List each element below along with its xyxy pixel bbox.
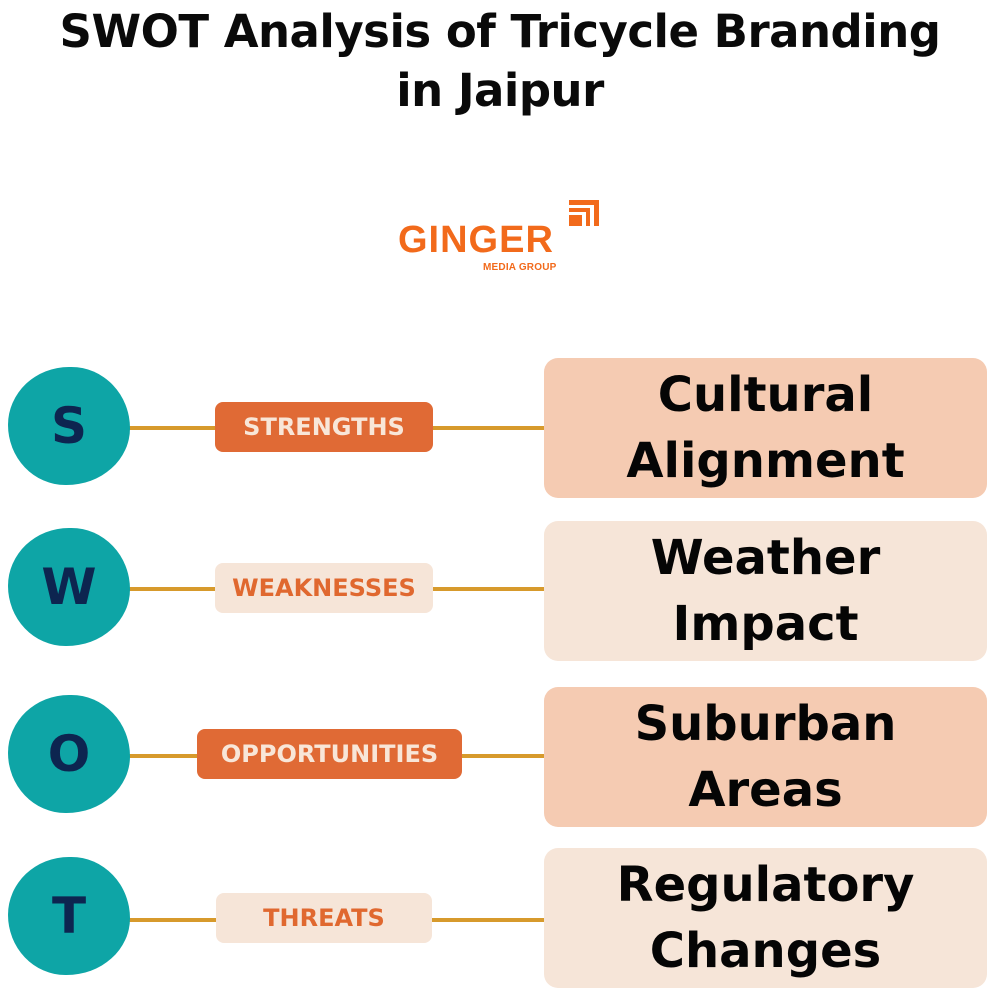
item-text-line-2: Changes <box>649 923 882 979</box>
letter-circle-o: O <box>8 695 130 813</box>
item-card-strengths: Cultural Alignment <box>544 358 987 498</box>
label-opportunities: OPPORTUNITIES <box>197 729 462 779</box>
letter-circle-w: W <box>8 528 130 646</box>
item-text-line-1: Suburban <box>634 696 897 752</box>
title-line-2: in Jaipur <box>396 64 604 117</box>
swot-row-opportunities: O OPPORTUNITIES Suburban Areas <box>0 680 1000 840</box>
label-weaknesses: WEAKNESSES <box>215 563 433 613</box>
item-text-line-1: Regulatory <box>616 857 915 913</box>
title-line-1: SWOT Analysis of Tricycle Branding <box>59 5 941 58</box>
letter-circle-t: T <box>8 857 130 975</box>
item-text-line-1: Cultural <box>657 367 874 423</box>
logo-wordmark: GINGER <box>398 219 554 261</box>
item-text-line-2: Areas <box>688 762 843 818</box>
item-text-line-2: Alignment <box>626 433 905 489</box>
swot-row-strengths: S STRENGTHS Cultural Alignment <box>0 352 1000 512</box>
item-card-weaknesses: Weather Impact <box>544 521 987 661</box>
swot-row-threats: T THREATS Regulatory Changes <box>0 845 1000 1005</box>
item-text-line-1: Weather <box>650 530 881 586</box>
item-text-line-2: Impact <box>672 596 859 652</box>
label-threats: THREATS <box>216 893 432 943</box>
ginger-media-group-logo: GINGER MEDIA GROUP <box>398 198 608 278</box>
page-title: SWOT Analysis of Tricycle Branding in Ja… <box>0 2 1000 120</box>
corner-brackets-icon <box>569 200 599 226</box>
item-card-opportunities: Suburban Areas <box>544 687 987 827</box>
item-card-threats: Regulatory Changes <box>544 848 987 988</box>
swot-row-weaknesses: W WEAKNESSES Weather Impact <box>0 518 1000 678</box>
label-strengths: STRENGTHS <box>215 402 433 452</box>
letter-circle-s: S <box>8 367 130 485</box>
logo-tagline: MEDIA GROUP <box>483 262 557 273</box>
